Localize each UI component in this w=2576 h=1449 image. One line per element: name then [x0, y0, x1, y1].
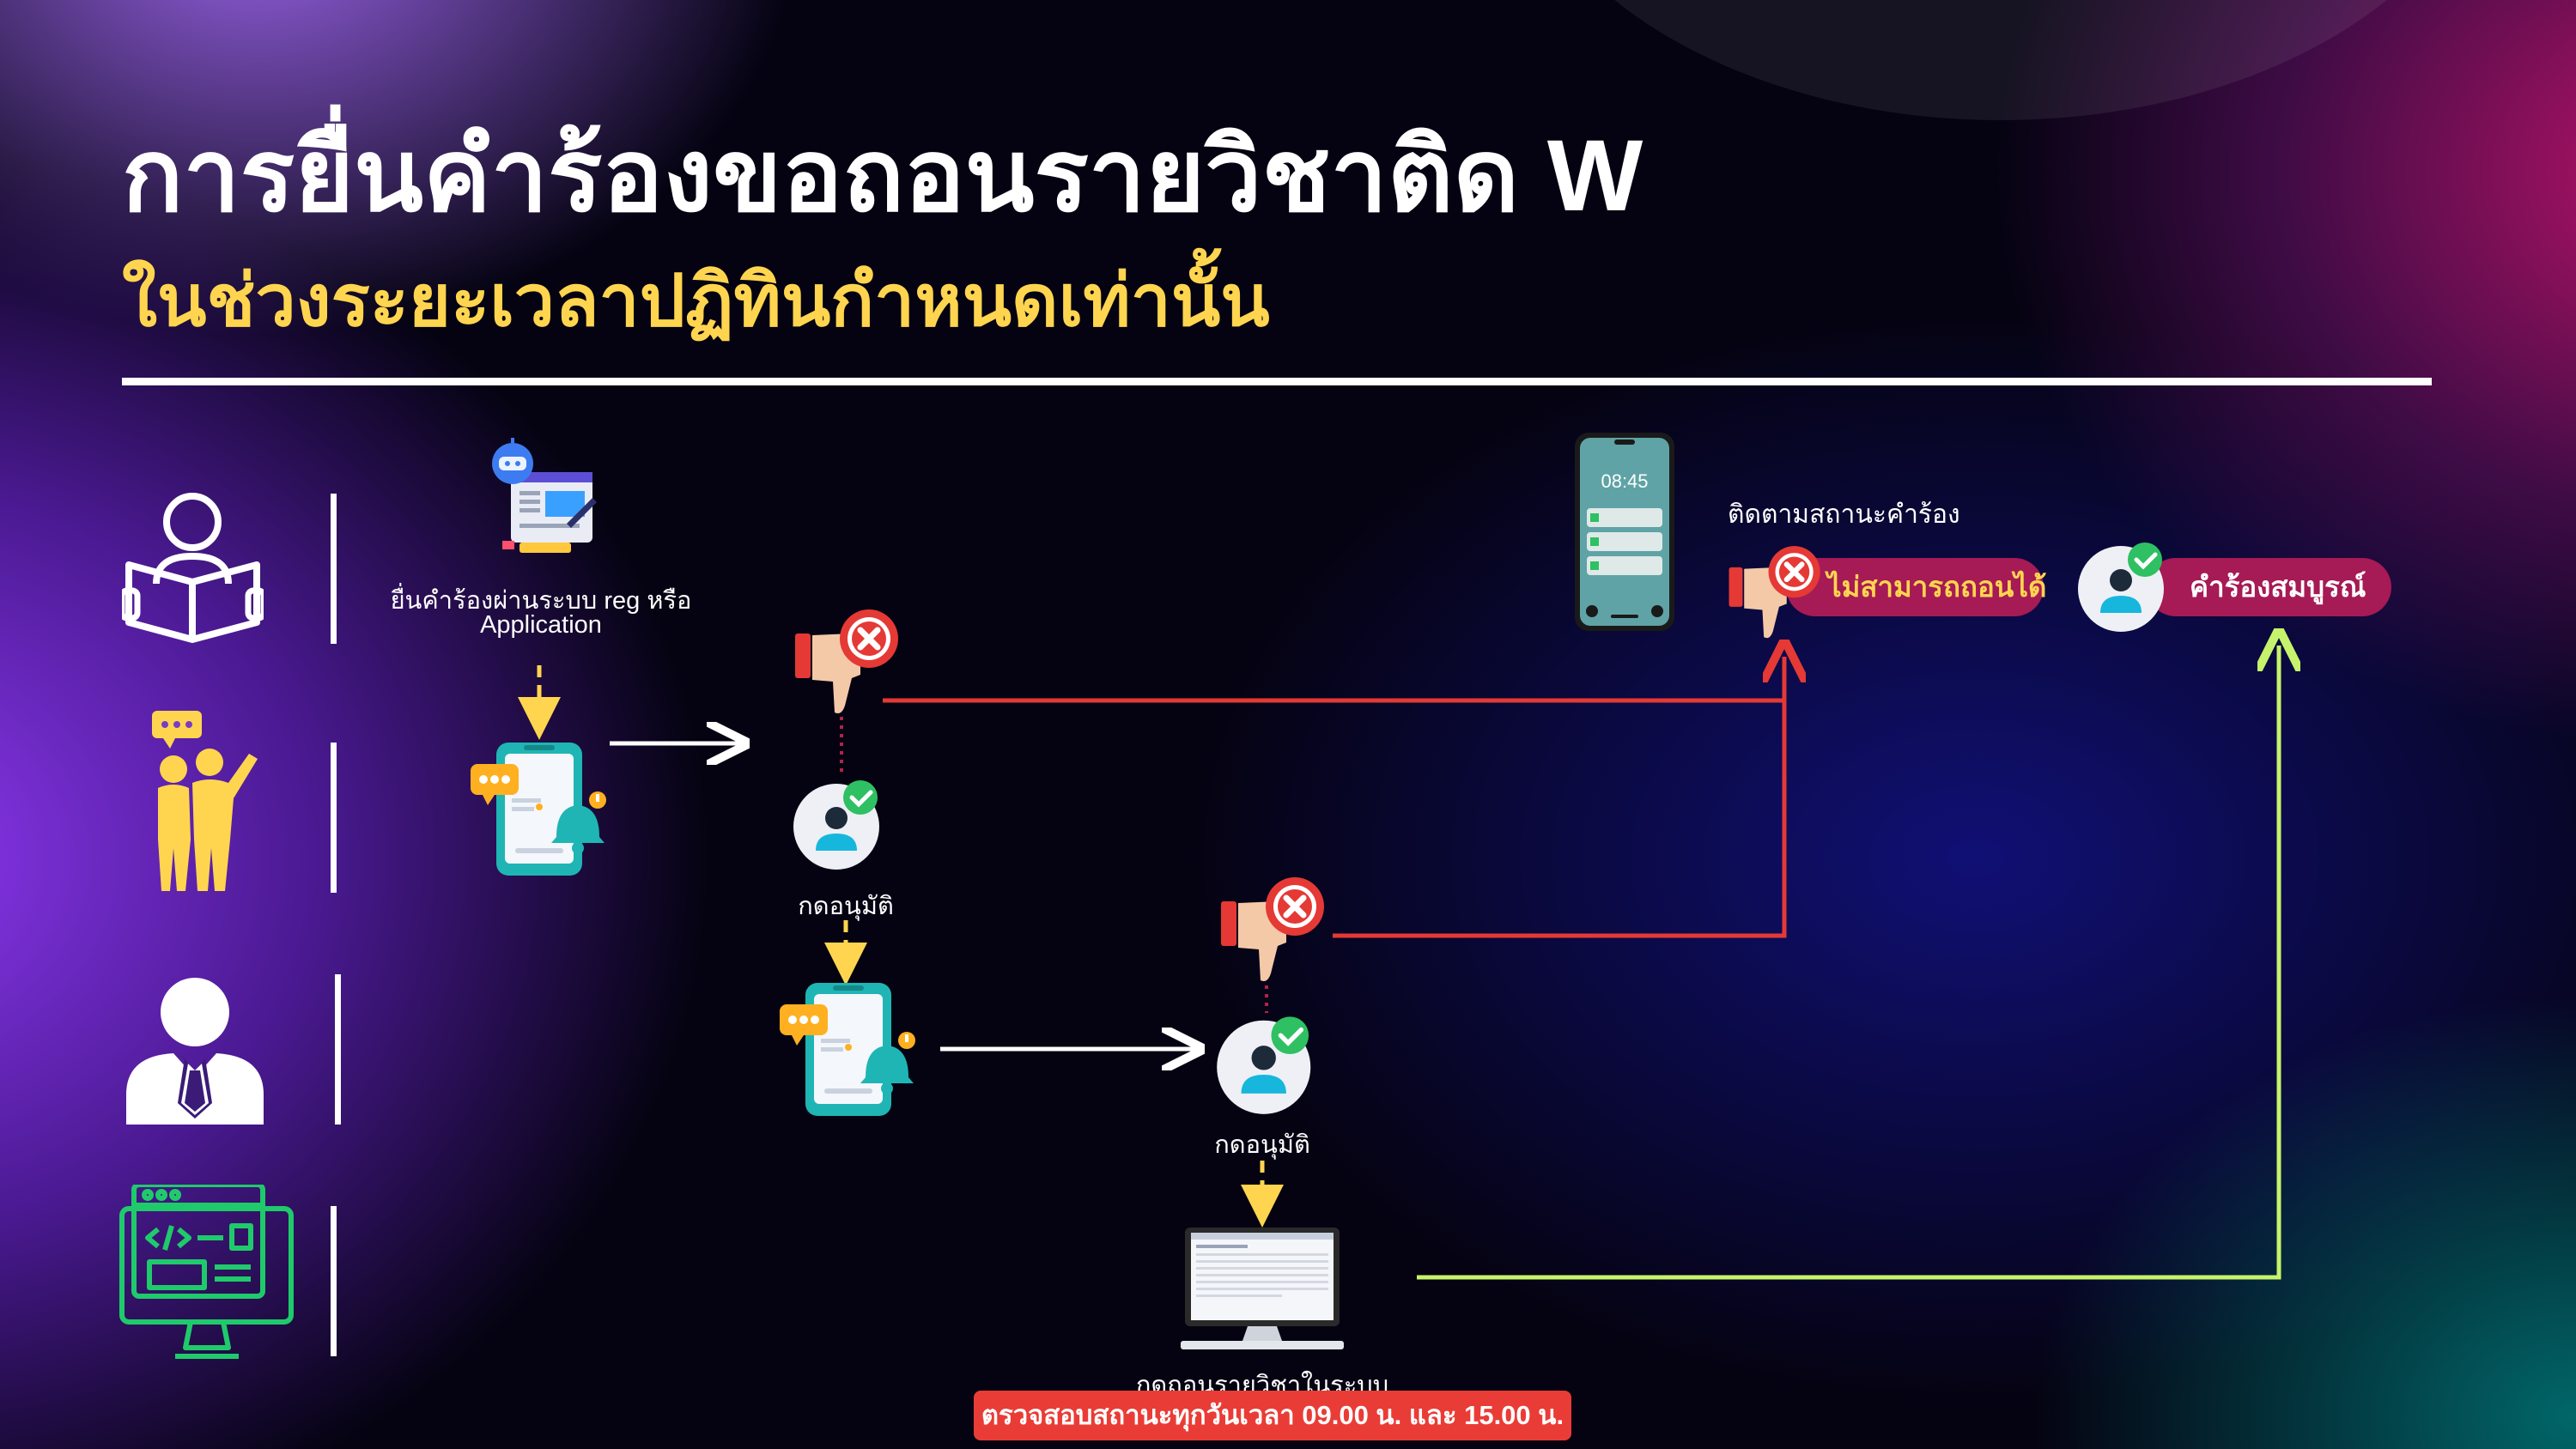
- lane-separator: [331, 743, 337, 893]
- completed-result-pill: คำร้องสมบูรณ์: [2147, 558, 2391, 616]
- lane-separator: [335, 974, 341, 1125]
- lane-separator: [331, 494, 337, 644]
- lane-separator: [331, 1206, 337, 1356]
- track-status-label: ติดตามสถานะคำร้อง: [1728, 500, 1960, 529]
- student-reading-icon: [122, 493, 264, 643]
- submit-step-label: ยื่นคำร้องผ่านระบบ reg หรือ: [390, 587, 692, 615]
- rejected-result-text: ไม่สามารถถอนได้: [1827, 571, 2047, 603]
- status-check-note: ตรวจสอบสถานะทุกวันเวลา 09.00 น. และ 15.0…: [974, 1391, 1571, 1440]
- computer-system-icon: [119, 1185, 294, 1359]
- phone-notification-icon: [780, 983, 915, 1116]
- approve-user-icon: [793, 780, 879, 870]
- advisor-approve-label: กดอนุมัติ: [798, 893, 894, 920]
- title-divider: [122, 378, 2432, 385]
- phone-clock: 08:45: [1601, 470, 1649, 492]
- system-computer-icon: [1181, 1228, 1344, 1349]
- rejected-result-pill: ไม่สามารถถอนได้: [1786, 558, 2047, 616]
- page-subtitle: ในช่วงระยะเวลาปฏิทินกำหนดเท่านั้น: [122, 260, 1270, 341]
- approve-user-icon: [1217, 1016, 1311, 1114]
- reject-thumbs-down-icon: [1221, 877, 1324, 981]
- dean-businessman-icon: [126, 978, 264, 1125]
- reject-thumbs-down-icon: [795, 609, 898, 713]
- completed-result-text: คำร้องสมบูรณ์: [2190, 571, 2366, 603]
- robot-computer-icon: [492, 438, 597, 553]
- advisor-talking-icon: [152, 711, 258, 891]
- submit-step-label-line2: Application: [480, 611, 602, 639]
- phone-notification-icon: [471, 743, 606, 876]
- page-title: การยื่นคำร้องขอถอนรายวิชาติด W: [122, 119, 1643, 233]
- dean-approve-label: กดอนุมัติ: [1214, 1131, 1310, 1159]
- tracking-phone-icon: [1575, 433, 1674, 631]
- completed-user-icon: [2078, 543, 2164, 632]
- reject-thumbs-down-icon: [1728, 546, 1820, 639]
